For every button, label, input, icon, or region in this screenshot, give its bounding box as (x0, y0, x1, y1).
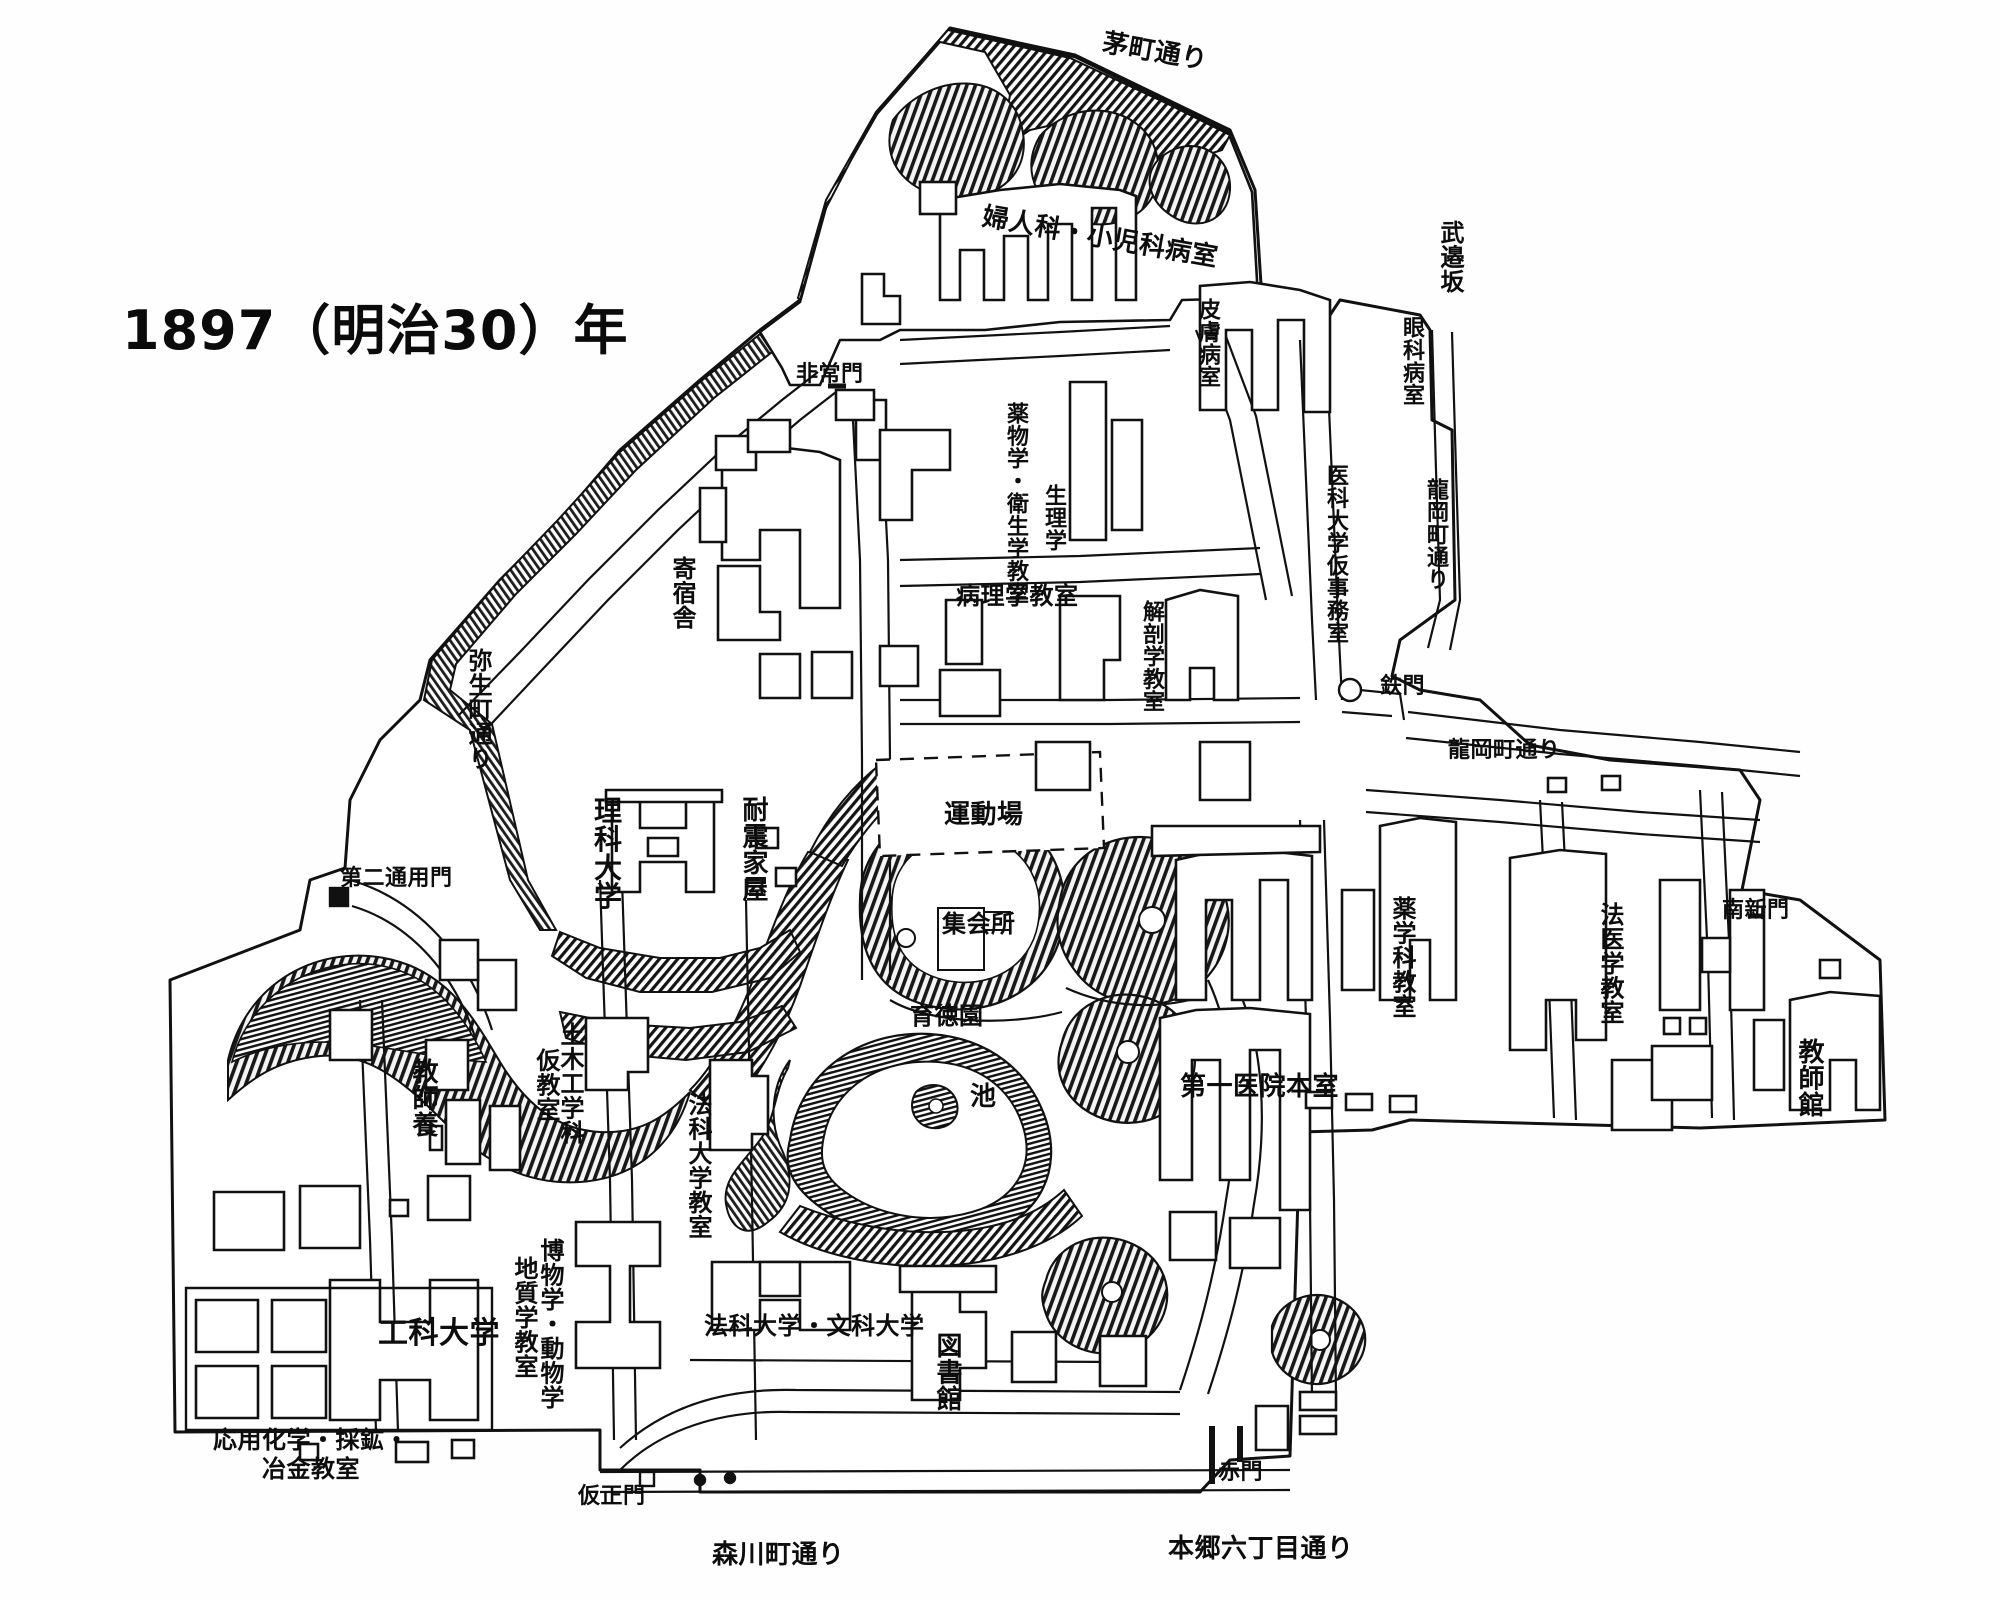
building-label-dormitory: 寄宿舎 (668, 556, 696, 630)
gate-label-kariseimon: 仮正門 (578, 1484, 646, 1509)
building-label-library: 図書館 (932, 1332, 962, 1412)
building-label-dermatology-ward: 皮膚病室 (1195, 298, 1220, 388)
building-label-assembly-hall: 集会所 (942, 910, 1016, 938)
building-label-ophthalmology-ward: 眼科病室 (1399, 316, 1424, 406)
building-label-athletic-field: 運動場 (944, 800, 1024, 830)
building-label-ikutokuen-garden: 育徳園 (910, 1002, 984, 1030)
building-label-engineering-college: 工科大学 (378, 1316, 500, 1351)
street-label-tatsuokacho-north: 龍岡町通り (1423, 478, 1448, 591)
building-label-teachers-residence-west: 教師養 (408, 1058, 438, 1138)
building-label-physiology: 生理学 (1041, 484, 1066, 552)
street-label-takenabezaka: 武邉坂 (1436, 220, 1464, 294)
building-label-law-and-letters-colleges: 法科大学・文科大学 (704, 1312, 925, 1340)
building-label-law-college-classroom: 法科大学教室 (684, 1092, 712, 1239)
building-label-applied-chem-mining-metallurgy: 応用化学・採鉱・ 冶金教室 (213, 1426, 409, 1483)
page-title: 1897（明治30）年 (122, 299, 629, 362)
building-label-pond: 池 (970, 1082, 997, 1112)
building-label-anatomy-classroom: 解剖学教室 (1139, 600, 1164, 713)
building-label-pharmacology-hygiene-classroom: 薬物学・衛生学教室 (1003, 402, 1028, 605)
street-label-hongo-6chome: 本郷六丁目通り (1168, 1534, 1354, 1564)
gate-label-nanshinmon: 南新門 (1722, 898, 1790, 923)
building-label-teachers-residence-east: 教師館 (1794, 1038, 1824, 1118)
building-label-medical-college-temp-office: 医科大学仮事務室 (1323, 464, 1348, 644)
gate-label-tetsumon: 鉄門 (1380, 674, 1426, 699)
street-label-morikawacho: 森川町通り (712, 1540, 845, 1570)
building-label-civil-engineering-dept: 土木工学科 (556, 1022, 584, 1145)
building-label-temporary-classroom: 仮教室 (532, 1048, 560, 1122)
street-label-yayoicho: 弥生町通り (464, 648, 492, 771)
building-label-earthquake-resistant-house: 耐震家屋 (738, 796, 768, 902)
building-label-pharmacy-dept-classroom: 薬学科教室 (1388, 896, 1416, 1019)
gate-label-akamon: 赤門 (1218, 1460, 1264, 1485)
building-label-first-hospital-main: 第一医院本室 (1180, 1072, 1340, 1102)
building-label-pathology-classroom: 病理学教室 (956, 582, 1079, 610)
gate-label-hijomon: 非常門 (796, 362, 864, 387)
building-label-geology-classroom: 地質学教室 (510, 1256, 538, 1379)
gate-label-daini-tsuyomon: 第二通用門 (340, 866, 453, 891)
building-label-forensic-medicine-classroom: 法医学教室 (1596, 902, 1624, 1025)
street-label-tatsuokacho-east: 龍岡町通り (1448, 738, 1561, 763)
building-label-natural-history-zoology: 博物学・動物学 (536, 1238, 564, 1410)
building-label-science-college: 理科大学 (590, 796, 623, 910)
